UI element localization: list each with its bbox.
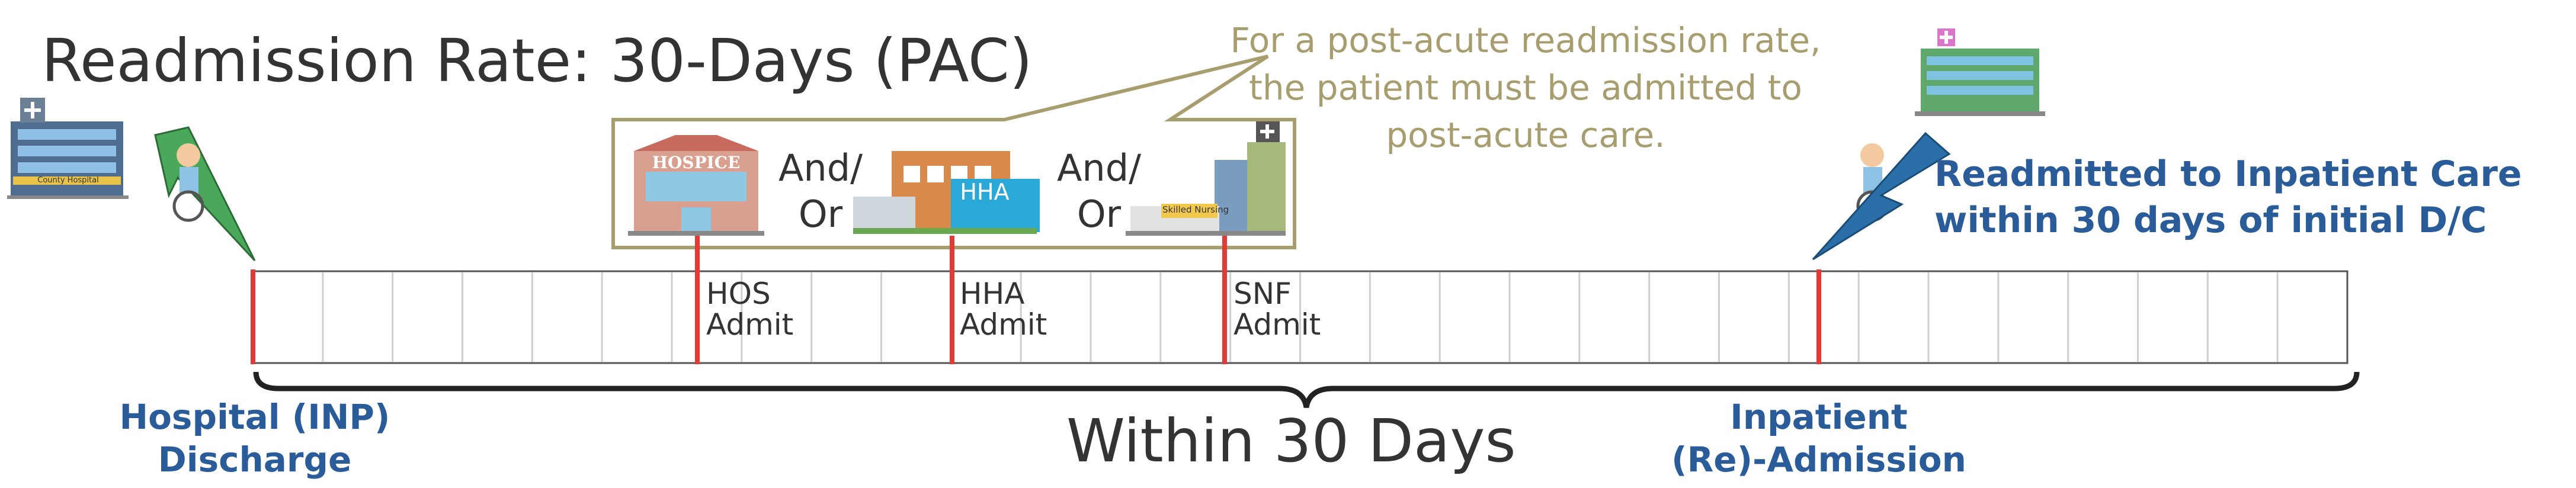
snf-building-icon (1126, 121, 1286, 236)
patient-wheelchair-icon (172, 143, 204, 222)
and-or-line: And/ (778, 146, 863, 190)
and-or-connector: And/ Or (1055, 145, 1143, 237)
admit-label-line: HHA (960, 277, 1025, 311)
discharge-arrow-icon (154, 126, 256, 262)
callout-line: For a post-acute readmission rate, (1230, 20, 1821, 60)
hospital-sign: County Hospital (37, 176, 99, 185)
admit-label-line: Admit (960, 307, 1047, 342)
hospice-building-icon (628, 135, 764, 236)
hha-sign: HHA (960, 179, 1010, 205)
hha-admit-label: HHA Admit (960, 278, 1047, 340)
callout-line: the patient must be admitted to (1249, 68, 1802, 108)
and-or-connector: And/ Or (776, 145, 865, 237)
and-or-line: Or (798, 192, 843, 236)
page-title: Readmission Rate: 30-Days (PAC) (41, 26, 1033, 95)
readmitted-note: Readmitted to Inpatient Care within 30 d… (1934, 151, 2522, 243)
hospital-building-icon (7, 98, 129, 199)
discharge-label-line: Hospital (INP) (119, 397, 390, 437)
hospice-sign: HOSPICE (652, 153, 741, 172)
snf-admit-label: SNF Admit (1233, 278, 1321, 340)
callout-text: For a post-acute readmission rate, the p… (1185, 17, 1866, 159)
readmission-hospital-icon (1915, 28, 2045, 116)
discharge-label-line: Discharge (158, 439, 352, 480)
readmission-arrow-icon (1812, 131, 1951, 261)
admit-label-line: HOS (706, 277, 771, 311)
hos-admit-label: HOS Admit (706, 278, 793, 340)
within-30-days-brace (253, 371, 2360, 408)
and-or-line: And/ (1057, 146, 1141, 190)
readmission-label: Inpatient (Re)-Admission (1641, 396, 1997, 481)
snf-sign: Skilled Nursing (1162, 204, 1229, 215)
readmission-label-line: Inpatient (1730, 397, 1908, 437)
hha-building-icon (853, 151, 1040, 234)
admit-label-line: Admit (706, 307, 794, 342)
and-or-line: Or (1076, 192, 1122, 236)
readmitted-note-line: within 30 days of initial D/C (1934, 200, 2487, 241)
discharge-label: Hospital (INP) Discharge (89, 396, 421, 481)
readmission-label-line: (Re)-Admission (1671, 439, 1966, 480)
callout-line: post-acute care. (1386, 115, 1665, 155)
timeline-grid (322, 272, 2279, 362)
within-30-days-label: Within 30 Days (1066, 406, 1516, 476)
readmitted-note-line: Readmitted to Inpatient Care (1934, 153, 2522, 195)
admit-label-line: Admit (1233, 307, 1321, 342)
admit-label-line: SNF (1233, 277, 1292, 311)
